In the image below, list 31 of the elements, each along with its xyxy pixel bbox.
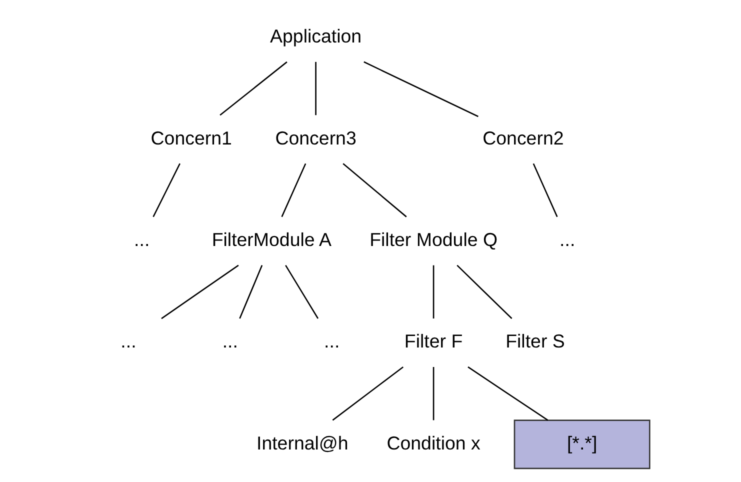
node-text: ... bbox=[120, 330, 136, 352]
connector bbox=[332, 366, 404, 421]
connector bbox=[284, 264, 318, 319]
connector bbox=[219, 61, 287, 116]
connector bbox=[314, 62, 316, 116]
connector bbox=[432, 367, 434, 420]
node-text: ... bbox=[324, 330, 340, 352]
connector bbox=[160, 264, 238, 320]
node-text: Filter S bbox=[505, 330, 564, 352]
connector bbox=[532, 163, 558, 218]
connector bbox=[363, 61, 478, 118]
node-text: Concern2 bbox=[482, 127, 564, 148]
connector bbox=[456, 264, 512, 319]
connector bbox=[152, 163, 180, 218]
node-text: Condition x bbox=[386, 432, 480, 454]
connector bbox=[467, 366, 548, 421]
node-text: Filter F bbox=[404, 330, 462, 352]
connector bbox=[342, 163, 406, 218]
node-text: Filter Module Q bbox=[369, 228, 498, 250]
node-text: Internal@h bbox=[256, 432, 348, 454]
node-text: ... bbox=[222, 330, 238, 352]
node-text: Concern1 bbox=[150, 127, 232, 148]
node-text: ... bbox=[559, 228, 575, 250]
node-text: ... bbox=[134, 228, 150, 250]
node-box: [*.*] bbox=[513, 420, 650, 470]
node-text: Concern3 bbox=[274, 127, 356, 148]
node-text: Application bbox=[270, 26, 362, 47]
connector bbox=[238, 265, 262, 319]
node-text: FilterModule A bbox=[211, 228, 331, 250]
connector bbox=[432, 265, 434, 319]
connector bbox=[280, 163, 306, 218]
